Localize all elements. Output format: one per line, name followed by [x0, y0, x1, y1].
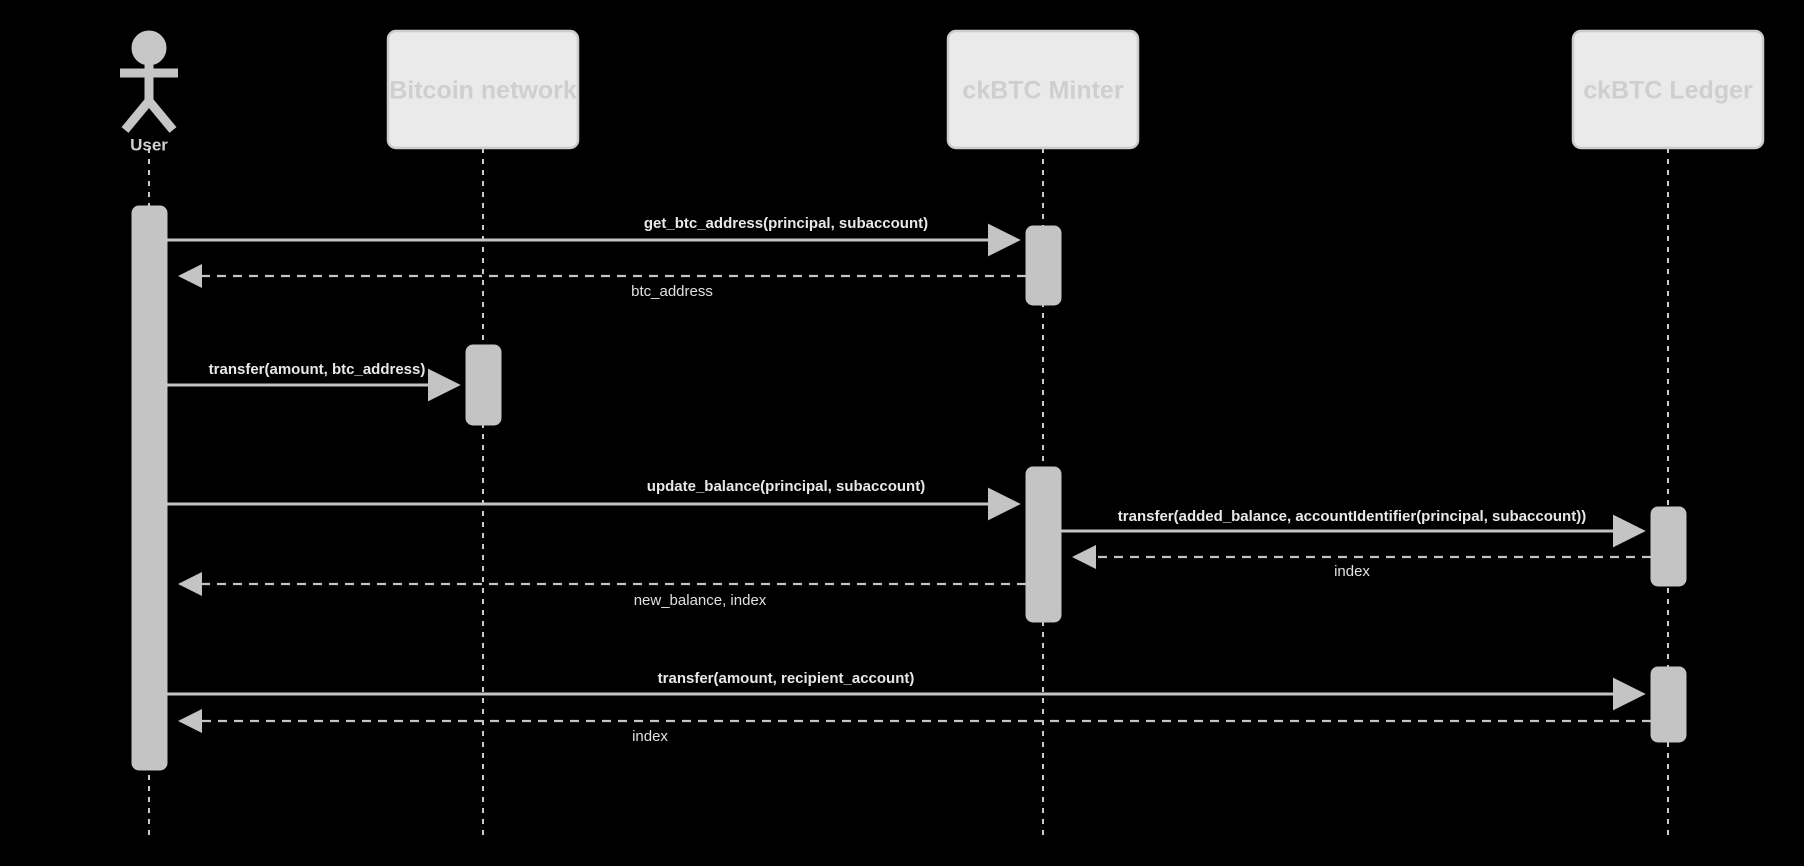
participant-box-bitcoin-network[interactable]: [386, 29, 580, 150]
message-label-4: update_balance(principal, subaccount): [647, 478, 925, 495]
message-transfer-to-bitcoin[interactable]: transfer(amount, btc_address): [167, 361, 461, 402]
message-label-8: transfer(amount, recipient_account): [658, 670, 915, 687]
message-index-reply-user[interactable]: index: [177, 708, 1651, 745]
message-label-9: index: [632, 728, 668, 745]
activation-bar-bitcoin-network: [465, 344, 502, 426]
participant-box-ckbtc-ledger[interactable]: [1571, 29, 1765, 150]
participant-label-user: User: [130, 135, 168, 154]
participant-bitcoin-network[interactable]: Bitcoin network: [386, 29, 580, 150]
message-transfer-recipient[interactable]: transfer(amount, recipient_account): [167, 670, 1646, 711]
message-btc-address-reply[interactable]: btc_address: [177, 263, 1026, 300]
participant-box-ckbtc-minter[interactable]: [946, 29, 1140, 150]
activation-bar-ckbtc-ledger-2: [1650, 666, 1687, 743]
message-label-3: transfer(amount, btc_address): [209, 361, 426, 378]
message-label-6: index: [1334, 563, 1370, 580]
participant-label-ckbtc-minter: ckBTC Minter: [962, 77, 1123, 105]
actor-left-leg-icon: [121, 98, 153, 133]
message-get-btc-address[interactable]: get_btc_address(principal, subaccount): [167, 215, 1021, 257]
actor-head-icon: [131, 30, 167, 66]
activation-bar-ckbtc-ledger-1: [1650, 506, 1687, 587]
message-update-balance[interactable]: update_balance(principal, subaccount): [167, 478, 1021, 521]
participant-user[interactable]: User: [120, 30, 178, 154]
message-label-7: new_balance, index: [634, 592, 767, 609]
message-label-1: get_btc_address(principal, subaccount): [644, 215, 928, 232]
participant-label-bitcoin-network: Bitcoin network: [389, 77, 577, 105]
activation-bar-ckbtc-minter-2: [1025, 466, 1062, 623]
participant-ckbtc-minter[interactable]: ckBTC Minter: [946, 29, 1140, 150]
actor-right-leg-icon: [145, 98, 177, 133]
participant-ckbtc-ledger[interactable]: ckBTC Ledger: [1571, 29, 1765, 150]
message-transfer-added-balance[interactable]: transfer(added_balance, accountIdentifie…: [1061, 508, 1646, 548]
participant-label-ckbtc-ledger: ckBTC Ledger: [1583, 77, 1753, 105]
message-label-2: btc_address: [631, 283, 713, 300]
message-new-balance-reply[interactable]: new_balance, index: [177, 571, 1026, 609]
message-label-5: transfer(added_balance, accountIdentifie…: [1118, 508, 1586, 525]
activations-group: [131, 205, 1687, 771]
message-index-reply-minter[interactable]: index: [1071, 544, 1651, 580]
activation-bar-ckbtc-minter-1: [1025, 225, 1062, 306]
activation-bar-user: [131, 205, 168, 771]
